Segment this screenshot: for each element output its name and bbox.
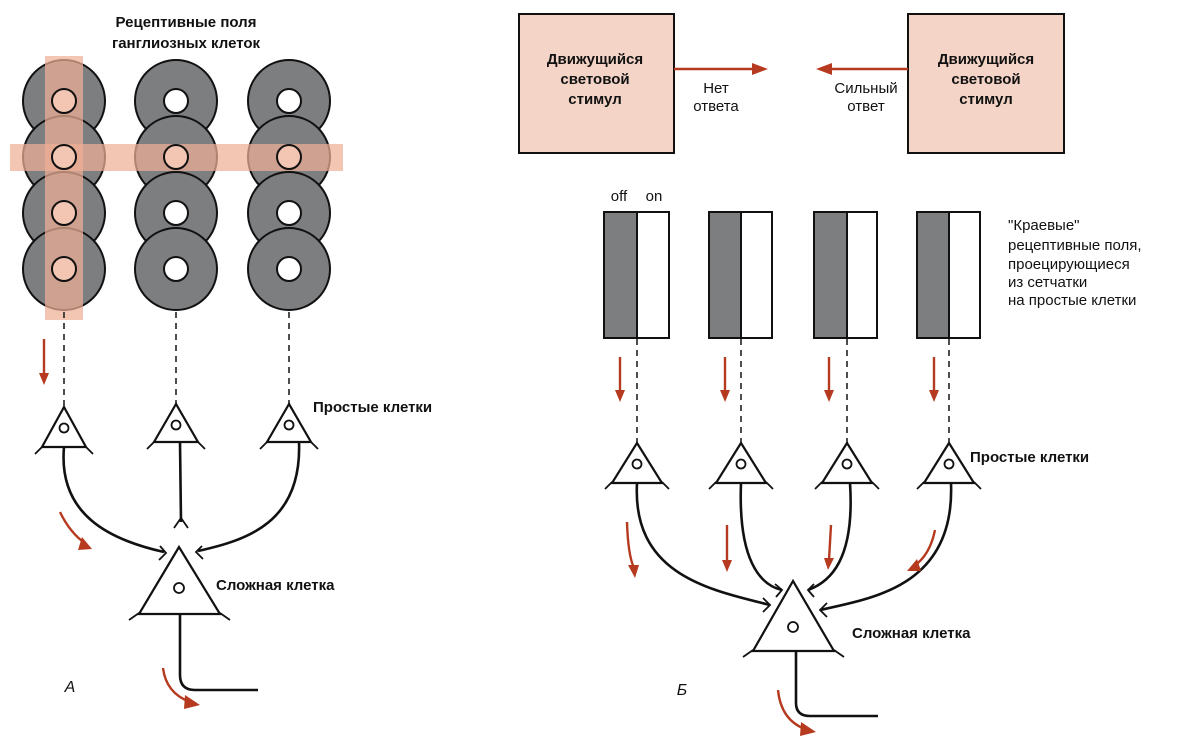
panel-a-title-line1: Рецептивные поля: [116, 14, 257, 31]
signal-arrow: [722, 525, 732, 572]
on-label: on: [646, 188, 663, 205]
simple-cell: [814, 440, 880, 490]
off-label: off: [611, 188, 628, 205]
signal-arrow: [39, 339, 49, 385]
stimulus-left-line1: Движущийся: [547, 51, 643, 68]
strong-response-line2: ответ: [847, 98, 885, 115]
edge-fields-line2: рецептивные поля,: [1008, 237, 1142, 254]
simple-cell: [916, 440, 982, 490]
signal-arrow: [907, 529, 937, 571]
panel-a-letter: А: [64, 679, 76, 696]
simple-cell: [259, 401, 319, 450]
edge-fields-line1: "Краевые": [1008, 217, 1080, 234]
stimulus-right-line3: стимул: [959, 91, 1012, 108]
simple-cell: [604, 440, 670, 490]
panel-b-complex-cell-label: Сложная клетка: [852, 625, 971, 642]
signal-arrow: [625, 521, 639, 578]
motion-arrow-left: [816, 63, 908, 75]
stimulus-right-line1: Движущийся: [938, 51, 1034, 68]
edge-fields-line4: из сетчатки: [1008, 274, 1087, 291]
edge-fields-line5: на простые клетки: [1008, 292, 1136, 309]
complex-cell: [742, 578, 845, 658]
panel-b-letter: Б: [677, 682, 687, 699]
panel-a-title-line2: ганглиозных клеток: [112, 35, 261, 52]
simple-cell: [708, 440, 774, 490]
complex-cell: [128, 544, 231, 621]
no-response-line2: ответа: [693, 98, 739, 115]
signal-arrow: [776, 689, 816, 736]
receptive-field-centers: [51, 88, 302, 282]
stimulus-left-line2: световой: [560, 71, 629, 88]
stimulus-left-line3: стимул: [568, 91, 621, 108]
signal-arrow: [720, 357, 730, 402]
panel-b-simple-cells-label: Простые клетки: [970, 449, 1089, 466]
signal-arrow: [929, 357, 939, 402]
panel-b: Движущийся световой стимул Движущийся св…: [518, 13, 1142, 736]
signal-arrow: [58, 511, 92, 550]
edge-receptive-field: [708, 211, 773, 339]
panel-a-complex-cell-label: Сложная клетка: [216, 577, 335, 594]
no-response-line1: Нет: [703, 80, 729, 97]
signal-arrow: [824, 524, 834, 570]
simple-cell: [34, 404, 94, 455]
signal-arrow: [161, 667, 200, 709]
edge-receptive-field: [603, 211, 670, 339]
motion-arrow-right: [674, 63, 768, 75]
signal-arrow: [824, 357, 834, 402]
panel-a: Рецептивные поля ганглиозных клеток: [10, 14, 432, 709]
stimulus-right-line2: световой: [951, 71, 1020, 88]
signal-arrow: [615, 357, 625, 402]
edge-receptive-field: [916, 211, 981, 339]
strong-response-line1: Сильный: [834, 80, 897, 97]
stimulus-box-right: [907, 13, 1065, 154]
edge-receptive-field: [813, 211, 878, 339]
edge-fields-line3: проецирующиеся: [1008, 256, 1130, 273]
stimulus-box-left: [518, 13, 675, 154]
panel-a-simple-cells-label: Простые клетки: [313, 399, 432, 416]
simple-cell: [146, 401, 206, 450]
